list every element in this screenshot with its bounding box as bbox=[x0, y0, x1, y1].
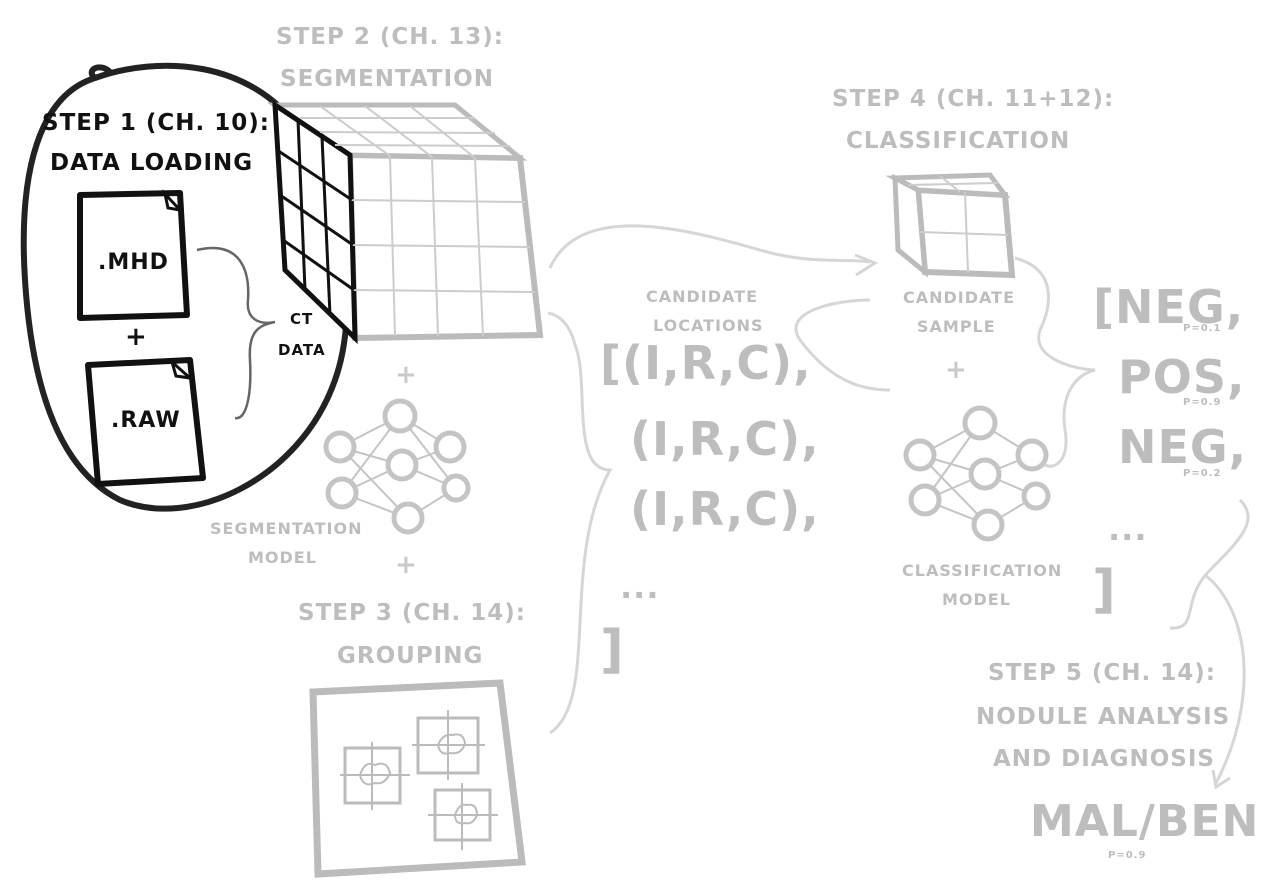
classification-network-icon bbox=[903, 405, 1051, 542]
segmentation-network-icon bbox=[323, 398, 471, 535]
result-2-prob: P=0.9 bbox=[1183, 397, 1222, 408]
result-3-prob: P=0.2 bbox=[1183, 468, 1222, 479]
step1-plus: + bbox=[125, 322, 148, 352]
results-list-close: ] bbox=[1092, 560, 1117, 620]
results-ellipsis: ... bbox=[1108, 510, 1148, 548]
step4-subtitle: CLASSIFICATION bbox=[846, 128, 1071, 154]
result-3-label: NEG, bbox=[1118, 420, 1248, 474]
candidate-locations-label-line1: CANDIDATE bbox=[646, 287, 759, 306]
candidate-sample-label-line1: CANDIDATE bbox=[903, 288, 1016, 307]
step4-title: STEP 4 (CH. 11+12): bbox=[832, 86, 1115, 112]
candidate-sample-label-line2: SAMPLE bbox=[917, 317, 996, 336]
step2-subtitle: SEGMENTATION bbox=[280, 66, 494, 92]
classification-model-label-line2: MODEL bbox=[942, 590, 1011, 609]
step3-subtitle: GROUPING bbox=[337, 643, 484, 669]
candidate-list-close: ] bbox=[600, 620, 625, 680]
ct-data-label-line1: CT bbox=[290, 310, 314, 328]
raw-file-label: .RAW bbox=[111, 408, 181, 433]
grouping-panel-icon bbox=[309, 679, 526, 878]
candidate-ellipsis: ... bbox=[620, 568, 660, 606]
mhd-file-icon bbox=[77, 189, 190, 321]
ct-data-label-line2: DATA bbox=[278, 341, 326, 359]
step2-plus-top: + bbox=[395, 360, 418, 390]
step1-title: STEP 1 (CH. 10): bbox=[42, 110, 270, 136]
step5-subtitle-line2: AND DIAGNOSIS bbox=[993, 746, 1215, 772]
candidate-row-2: (I,R,C), bbox=[630, 412, 820, 466]
step4-plus: + bbox=[945, 355, 968, 385]
step1-subtitle: DATA LOADING bbox=[50, 150, 254, 176]
step5-subtitle-line1: NODULE ANALYSIS bbox=[976, 704, 1231, 730]
result-1-prob: P=0.1 bbox=[1183, 323, 1222, 334]
segmentation-model-label-line2: MODEL bbox=[248, 548, 317, 567]
candidate-row-1: [(I,R,C), bbox=[600, 336, 812, 390]
step3-plus: + bbox=[395, 550, 418, 580]
mhd-file-label: .MHD bbox=[98, 250, 169, 275]
candidate-locations-label-line2: LOCATIONS bbox=[653, 316, 764, 335]
classification-model-label-line1: CLASSIFICATION bbox=[902, 561, 1063, 580]
candidate-row-3: (I,R,C), bbox=[630, 482, 820, 536]
ct-data-brace bbox=[196, 246, 276, 420]
diagnosis-prob: P=0.9 bbox=[1108, 850, 1147, 861]
raw-file-icon bbox=[85, 357, 206, 487]
result-2-label: POS, bbox=[1118, 350, 1246, 404]
flow-connectors bbox=[547, 224, 1250, 790]
step3-title: STEP 3 (CH. 14): bbox=[298, 600, 526, 626]
result-1-label: [NEG, bbox=[1093, 280, 1245, 334]
diagnosis-result: MAL/BEN bbox=[1030, 796, 1260, 847]
step2-title: STEP 2 (CH. 13): bbox=[276, 24, 504, 50]
step5-title: STEP 5 (CH. 14): bbox=[988, 660, 1216, 686]
candidate-sample-cube-icon bbox=[885, 172, 1016, 279]
ct-volume-cube-icon bbox=[266, 100, 544, 345]
segmentation-model-label-line1: SEGMENTATION bbox=[210, 519, 363, 538]
